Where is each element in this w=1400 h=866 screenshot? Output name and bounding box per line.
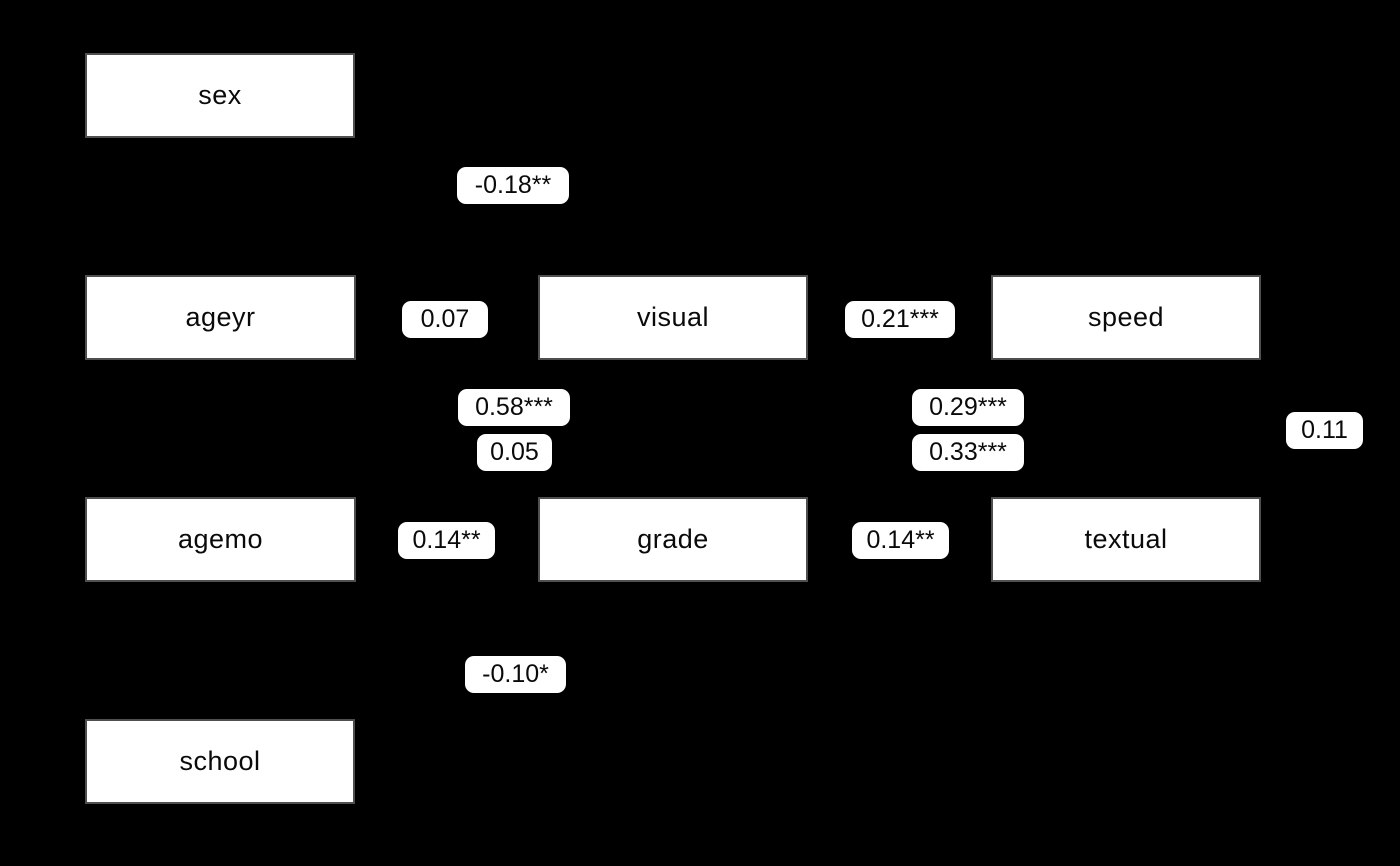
edge-label-text-right-cov: 0.11 xyxy=(1301,416,1348,444)
edge-label-visual-speed: 0.21*** xyxy=(845,301,955,338)
edge-label-speed-textual-2: 0.33*** xyxy=(912,434,1024,471)
node-label-school: school xyxy=(179,746,261,776)
node-school: school xyxy=(85,719,355,804)
edge-label-text-ageyr-visual: 0.07 xyxy=(420,305,470,333)
node-visual: visual xyxy=(538,275,808,360)
node-label-ageyr: ageyr xyxy=(185,302,256,332)
node-label-visual: visual xyxy=(636,302,710,332)
edge-label-visual-grade-2: 0.05 xyxy=(477,434,552,471)
edge-label-text-agemo-grade: 0.14** xyxy=(412,526,481,554)
edge-label-ageyr-visual: 0.07 xyxy=(402,301,488,338)
edge-label-right-cov: 0.11 xyxy=(1286,412,1363,449)
edge-label-sex-visual: -0.18** xyxy=(457,167,569,204)
node-textual: textual xyxy=(991,497,1261,582)
edge-label-text-speed-textual-2: 0.33*** xyxy=(929,438,1007,466)
edge-label-text-visual-grade-1: 0.58*** xyxy=(475,393,553,421)
edge-label-visual-grade-1: 0.58*** xyxy=(458,389,570,426)
node-label-sex: sex xyxy=(198,80,242,110)
edge-label-text-visual-grade-2: 0.05 xyxy=(490,438,539,466)
edge-label-agemo-grade: 0.14** xyxy=(398,522,495,559)
node-speed: speed xyxy=(991,275,1261,360)
edge-label-text-school-grade: -0.10* xyxy=(482,660,549,688)
edge-label-text-sex-visual: -0.18** xyxy=(474,171,552,199)
node-label-speed: speed xyxy=(1087,302,1165,332)
edge-label-school-grade: -0.10* xyxy=(465,656,566,693)
edge-label-text-grade-textual: 0.14** xyxy=(866,526,935,554)
node-ageyr: ageyr xyxy=(85,275,356,360)
node-agemo: agemo xyxy=(85,497,356,582)
edge-label-grade-textual: 0.14** xyxy=(852,522,949,559)
node-label-agemo: agemo xyxy=(177,524,264,554)
node-label-textual: textual xyxy=(1084,524,1168,554)
edge-label-text-speed-textual-1: 0.29*** xyxy=(929,393,1007,421)
node-sex: sex xyxy=(85,53,355,138)
edge-label-speed-textual-1: 0.29*** xyxy=(912,389,1024,426)
node-label-grade: grade xyxy=(637,524,709,554)
edge-label-text-visual-speed: 0.21*** xyxy=(861,305,939,333)
node-grade: grade xyxy=(538,497,808,582)
